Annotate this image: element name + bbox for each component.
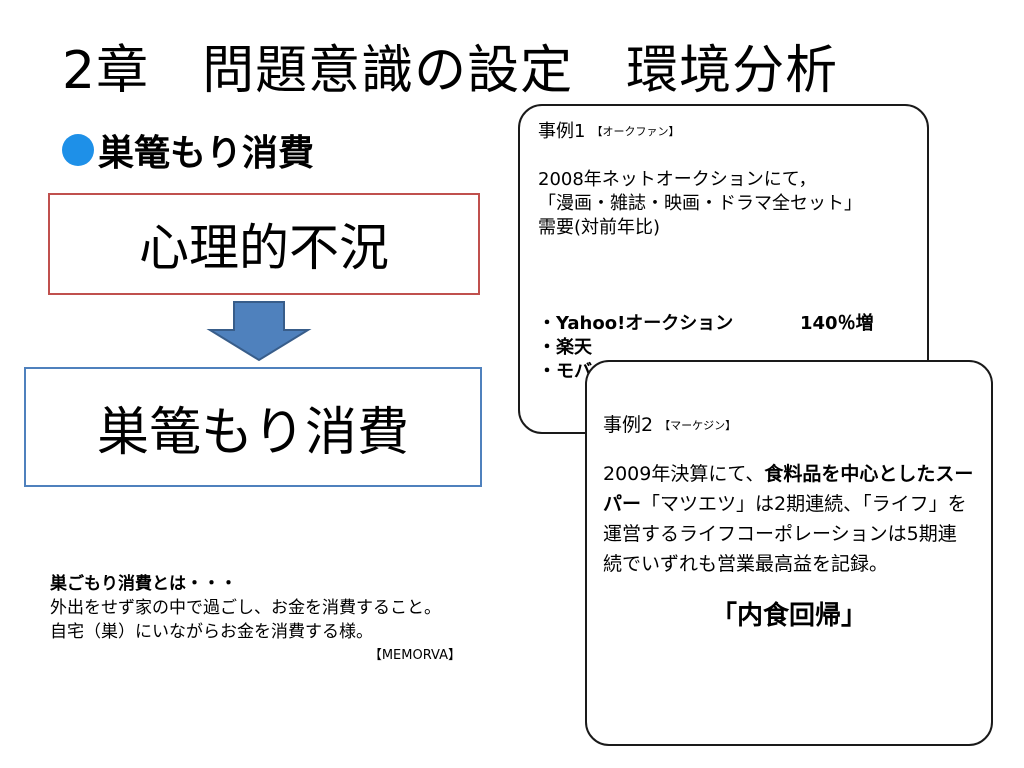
- case1-row: ・モバ: [538, 360, 909, 384]
- case2-text-a: 2009年決算にて、: [603, 463, 765, 485]
- case2-body: 2009年決算にて、食料品を中心としたスーパー「マツエツ」は2期連続、「ライフ」…: [603, 459, 975, 579]
- case2-catchphrase: 「内食回帰」: [710, 601, 867, 631]
- psychological-recession-box: 心理的不況: [48, 193, 480, 295]
- case1-row-value: 140％増: [800, 313, 874, 334]
- case1-line-1: 2008年ネットオークションにて，: [538, 169, 817, 190]
- case1-title: 事例1 【オークファン】: [538, 120, 909, 144]
- definition-source: 【MEMORVA】: [368, 648, 461, 663]
- definition-line-2: 自宅（巣）にいながらお金を消費する様。: [50, 622, 373, 642]
- bullet-dot-icon: [62, 134, 94, 166]
- case2-text-b: 食料品を中心としたスーパー: [603, 463, 974, 515]
- case2-card: 事例2 【マーケジン】 2009年決算にて、食料品を中心としたスーパー「マツエツ」…: [585, 360, 993, 746]
- case1-label: 事例1: [538, 121, 586, 142]
- bullet-heading: 巣篭もり消費: [62, 124, 314, 176]
- nest-consumption-box: 巣篭もり消費: [24, 367, 482, 487]
- case2-label: 事例2: [603, 414, 654, 436]
- definition-block: 巣ごもり消費とは・・・ 外出をせず家の中で過ごし、お金を消費すること。 自宅（巣…: [50, 572, 461, 668]
- bullet-text: 巣篭もり消費: [98, 133, 315, 174]
- case1-line-2: 「漫画・雑誌・映画・ドラマ全セット」: [538, 193, 862, 214]
- case1-source: 【オークファン】: [591, 125, 680, 138]
- case2-title: 事例2 【マーケジン】: [603, 410, 975, 441]
- case1-line-3: 需要(対前年比): [538, 217, 661, 238]
- case2-text-c: 「マツエツ」は2期連続、「ライフ」を運営するライフコーポレーションは5期連続でい…: [603, 493, 967, 575]
- down-arrow-icon: [206, 301, 312, 362]
- case1-row-name: ・楽天: [538, 337, 592, 358]
- case1-row: ・楽天: [538, 336, 909, 360]
- definition-line-1: 外出をせず家の中で過ごし、お金を消費すること。: [50, 598, 441, 618]
- case1-row: ・Yahoo!オークション 140％増: [538, 312, 909, 336]
- case1-row-name: ・モバ: [538, 361, 592, 382]
- definition-heading: 巣ごもり消費とは・・・: [50, 574, 237, 594]
- case2-source: 【マーケジン】: [659, 419, 737, 432]
- box-bottom-label: 巣篭もり消費: [96, 402, 409, 463]
- slide-title: 2章 問題意識の設定 環境分析: [62, 41, 839, 101]
- box-top-label: 心理的不況: [139, 219, 389, 277]
- case1-row-name: ・Yahoo!オークション: [538, 313, 734, 334]
